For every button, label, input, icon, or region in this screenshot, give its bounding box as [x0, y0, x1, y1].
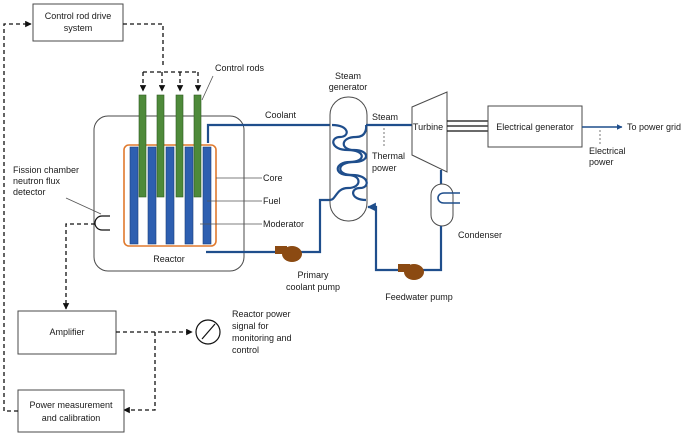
control-rod — [193, 94, 202, 198]
control-rod — [175, 94, 184, 198]
turbine-shaft — [447, 120, 488, 132]
electrical-generator-label: Electrical generator — [496, 122, 574, 132]
fuel-rods — [129, 146, 212, 245]
control-rod — [138, 94, 147, 198]
power-measurement-box: Power measurement and calibration — [17, 389, 125, 433]
fuel-rod — [129, 146, 139, 245]
fuel-rod — [165, 146, 175, 245]
moderator-label: Moderator — [263, 219, 304, 229]
reactor-label: Reactor — [153, 254, 185, 264]
electrical-power-label-1: Electrical — [589, 146, 626, 156]
primary-coolant-pump — [275, 246, 302, 262]
detector-signal-line — [62, 223, 95, 310]
power-measurement-label-1: Power measurement — [29, 400, 113, 410]
reactor-power-signal-label-4: control — [232, 345, 259, 355]
feedwater-line — [367, 202, 443, 272]
fission-chamber-label-3: detector — [13, 187, 46, 197]
amplifier-to-measurement-line — [123, 332, 156, 414]
to-power-grid-label: To power grid — [627, 122, 681, 132]
fuel-rod — [184, 146, 194, 245]
reactor-power-signal-label-2: signal for — [232, 321, 269, 331]
control-rods-label: Control rods — [215, 63, 265, 73]
reactor-power-signal-label-1: Reactor power — [232, 309, 291, 319]
primary-coolant-pump-label-2: coolant pump — [286, 282, 340, 292]
coolant-cold-leg — [206, 198, 330, 254]
coolant-hot-leg — [206, 123, 332, 143]
electrical-power-label-2: power — [589, 157, 614, 167]
electrical-generator-box: Electrical generator — [487, 105, 583, 148]
control-rod-drive-label-1: Control rod drive — [45, 11, 112, 21]
reactor-power-signal-label-3: monitoring and — [232, 333, 292, 343]
steam-generator-label-1: Steam — [335, 71, 361, 81]
fission-chamber-detector — [94, 215, 110, 231]
condenser-label: Condenser — [458, 230, 502, 240]
fuel-rod — [202, 146, 212, 245]
steam-generator-label-2: generator — [329, 82, 368, 92]
amplifier-label: Amplifier — [49, 327, 84, 337]
amplifier-box: Amplifier — [17, 310, 117, 355]
core-label: Core — [263, 173, 283, 183]
coolant-label: Coolant — [265, 110, 297, 120]
control-rod-drive-label-2: system — [64, 23, 93, 33]
control-rods — [138, 94, 202, 198]
fission-chamber-label-1: Fission chamber — [13, 165, 79, 175]
steam-generator-secondary-coil — [339, 124, 368, 202]
turbine-label: Turbine — [413, 122, 443, 132]
feedback-to-rod-drive-line — [3, 20, 32, 412]
primary-coolant-pump-label-1: Primary — [298, 270, 329, 280]
fission-chamber-label-2: neutron flux — [13, 176, 61, 186]
fuel-rod — [147, 146, 157, 245]
fuel-label: Fuel — [263, 196, 281, 206]
thermal-power-label-2: power — [372, 163, 397, 173]
turbine — [411, 91, 448, 173]
condenser — [430, 183, 460, 227]
thermal-power-label-1: Thermal — [372, 151, 405, 161]
steam-label: Steam — [372, 112, 398, 122]
feedwater-pump-label: Feedwater pump — [385, 292, 453, 302]
control-rod-drive-box: Control rod drive system — [32, 3, 124, 42]
power-meter-gauge — [195, 319, 221, 345]
core-outline — [123, 144, 217, 247]
rod-drive-signal-lines — [123, 23, 202, 92]
control-rod — [156, 94, 165, 198]
power-measurement-label-2: and calibration — [42, 413, 101, 423]
feedwater-pump — [398, 264, 424, 280]
